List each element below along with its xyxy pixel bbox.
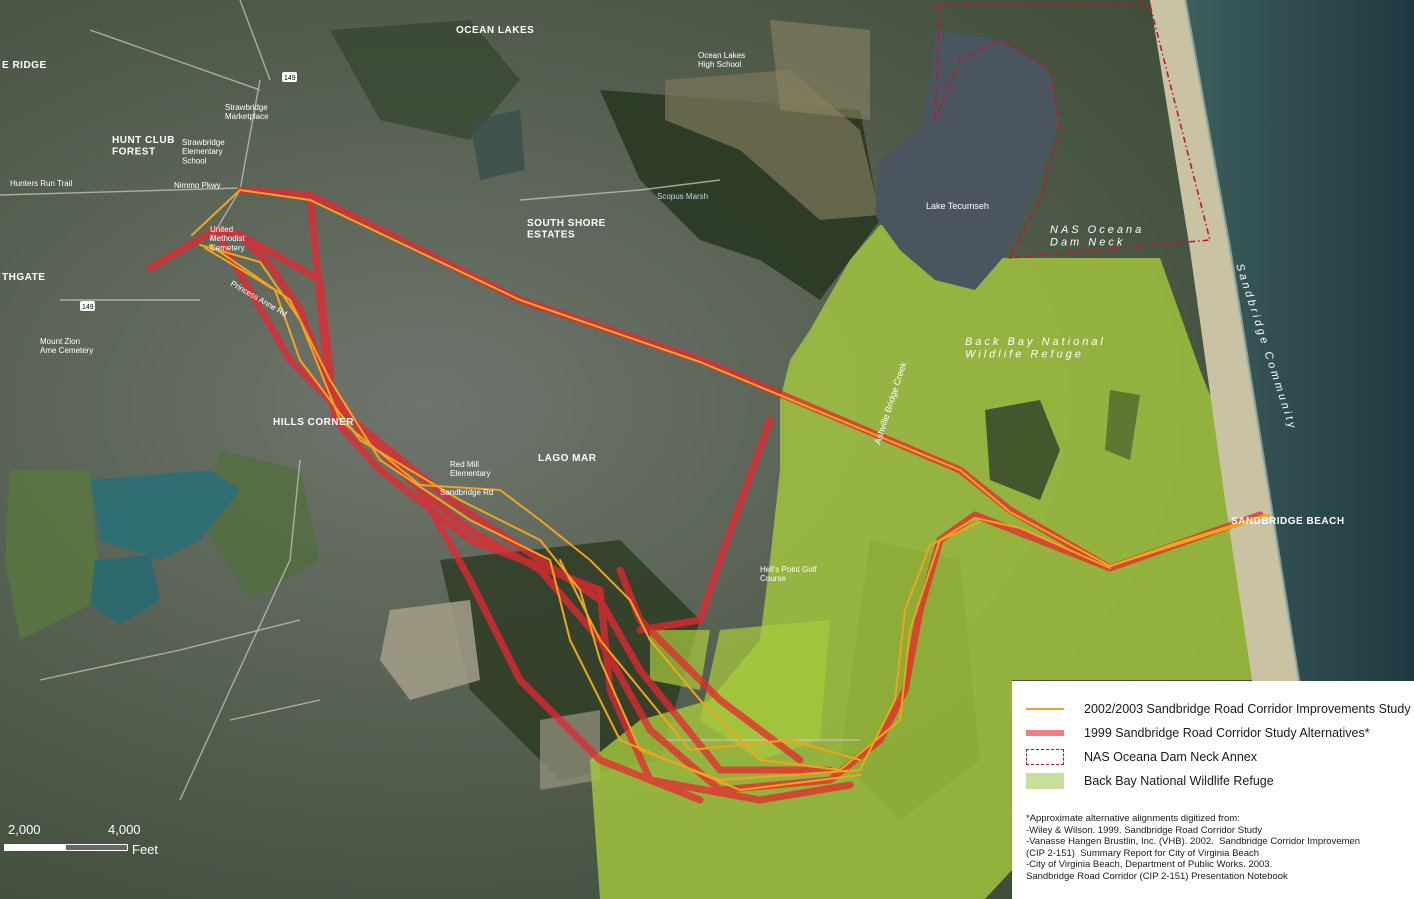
pond xyxy=(470,110,525,180)
pond xyxy=(90,470,240,560)
scale-bar: 2,000 4,000 Feet xyxy=(4,822,174,862)
dashed-box-swatch xyxy=(1026,749,1064,765)
label-thgate: THGATE xyxy=(2,272,45,283)
label-sandbridge-rd: Sandbridge Rd xyxy=(440,488,493,497)
refuge-area xyxy=(700,620,830,760)
marsh-patch xyxy=(1105,390,1140,460)
farm-field xyxy=(770,20,870,120)
legend-item-refuge: Back Bay National Wildlife Refuge xyxy=(1026,772,1274,790)
green-box-swatch xyxy=(1026,773,1064,789)
legend-item-2002-study: 2002/2003 Sandbridge Road Corridor Impro… xyxy=(1026,700,1411,718)
scale-unit: Feet xyxy=(132,842,159,857)
pond xyxy=(90,555,160,625)
label-hunters-run: Hunters Run Trail xyxy=(10,179,72,188)
label-lake-tecumseh: Lake Tecumseh xyxy=(926,201,989,211)
label-nimmo-pkwy: Nimmo Pkwy xyxy=(174,181,221,190)
route-149-label: 149 xyxy=(284,75,296,82)
ocean xyxy=(1185,0,1414,899)
nas-boundary xyxy=(934,4,1212,259)
route-149-shields: 149 149 xyxy=(80,72,297,311)
scale-label-left: 2,000 xyxy=(8,822,41,837)
scale-label-right: 4,000 xyxy=(108,822,141,837)
legend-notes: *Approximate alternative alignments digi… xyxy=(1026,813,1361,882)
label-lago-mar: LAGO MAR xyxy=(538,453,597,464)
forest-patch xyxy=(330,20,520,140)
legend-item-1999-alternatives: 1999 Sandbridge Road Corridor Study Alte… xyxy=(1026,724,1370,742)
map-legend: 2002/2003 Sandbridge Road Corridor Impro… xyxy=(1012,681,1414,899)
label-scopus-marsh: Scopus Marsh xyxy=(657,192,708,201)
label-hills-corner: HILLS CORNER xyxy=(273,417,354,428)
quarry xyxy=(380,600,480,700)
label-ridge: E RIDGE xyxy=(2,60,47,71)
farm-field xyxy=(5,470,100,640)
route-149-label: 149 xyxy=(82,304,94,311)
label-ocean-lakes: OCEAN LAKES xyxy=(456,25,534,36)
legend-label: Back Bay National Wildlife Refuge xyxy=(1084,774,1274,788)
legend-label: NAS Oceana Dam Neck Annex xyxy=(1084,750,1257,764)
label-sandbridge-beach: SANDBRIDGE BEACH xyxy=(1231,516,1345,527)
study-2002 xyxy=(191,189,1271,791)
beach-strip xyxy=(1150,0,1340,899)
lake-tecumseh xyxy=(875,30,1060,290)
legend-label: 1999 Sandbridge Road Corridor Study Alte… xyxy=(1084,726,1370,740)
quarry xyxy=(540,710,600,790)
legend-label: 2002/2003 Sandbridge Road Corridor Impro… xyxy=(1084,702,1411,716)
scale-bar-graphic xyxy=(4,844,128,851)
red-line-swatch xyxy=(1026,730,1064,736)
orange-line-swatch xyxy=(1026,708,1064,710)
marsh-patch xyxy=(985,400,1060,500)
legend-item-nas-oceana: NAS Oceana Dam Neck Annex xyxy=(1026,748,1257,766)
